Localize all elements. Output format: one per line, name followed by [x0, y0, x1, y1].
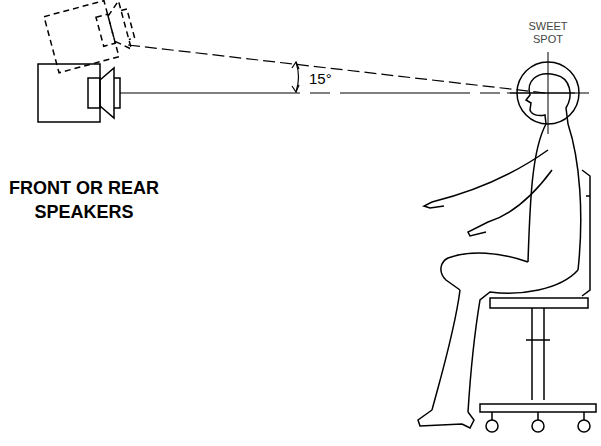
- chair-back: [582, 170, 590, 296]
- chair-wheel: [486, 420, 498, 432]
- chair-base: [480, 308, 596, 412]
- chair-base: [492, 412, 584, 420]
- crosshair: [507, 52, 589, 134]
- feet: [418, 410, 474, 428]
- tilted-speaker: [44, 0, 138, 73]
- chair-wheel: [532, 420, 544, 432]
- chair-wheel: [578, 420, 590, 432]
- speaker-cone: [114, 78, 120, 108]
- speaker-cone: [88, 68, 114, 118]
- aim-line: [128, 45, 545, 93]
- arms: [424, 150, 552, 236]
- legs: [432, 253, 578, 412]
- angle-dimension: 15°: [307, 70, 334, 87]
- chair-seat: [490, 298, 588, 308]
- speaker-label: FRONT OR REAR SPEAKERS: [4, 176, 164, 224]
- torso: [528, 124, 581, 270]
- angle-arrowheads: [292, 62, 299, 92]
- head: [526, 74, 570, 124]
- speaker-box: [38, 64, 100, 122]
- center-line: [120, 92, 575, 93]
- sweet-spot-label: SWEET SPOT: [525, 20, 571, 46]
